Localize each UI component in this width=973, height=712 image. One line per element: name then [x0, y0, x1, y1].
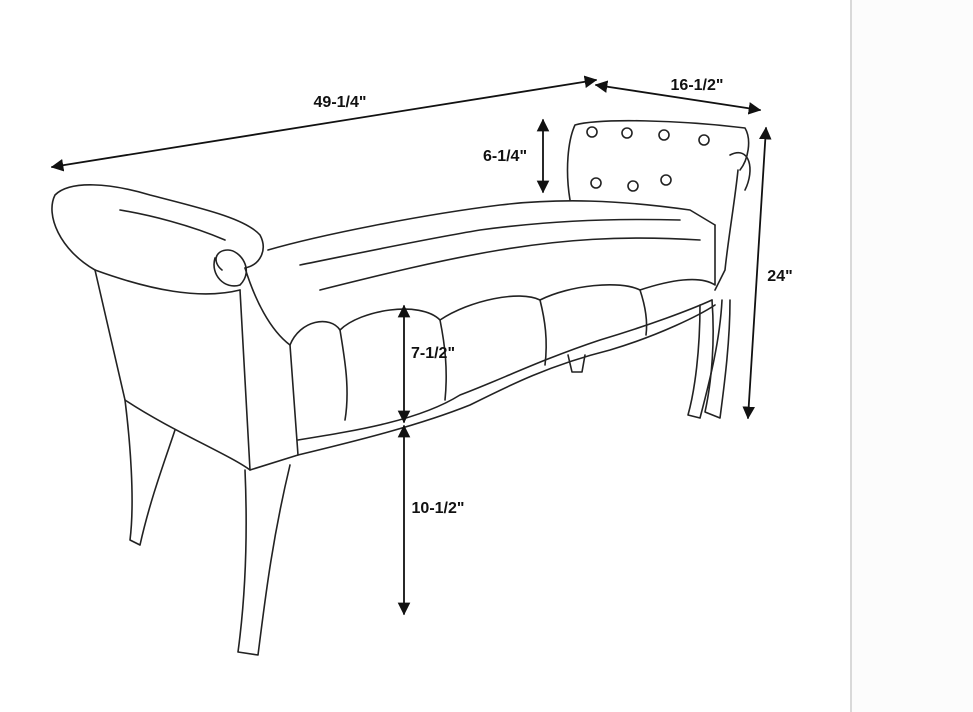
depth-label: 16-1/2" [670, 77, 724, 94]
bench-legs [124, 299, 731, 656]
seat-thickness-label: 7-1/2" [410, 345, 456, 362]
left-armrest [51, 184, 299, 471]
pane-divider [850, 0, 852, 712]
width-arrow [50, 75, 598, 172]
side-pane [852, 0, 973, 712]
tufted-seat [267, 200, 716, 456]
width-label: 49-1/4" [313, 94, 367, 111]
overall-height-arrow [742, 126, 772, 420]
depth-arrow [594, 80, 762, 115]
bench-line-drawing [50, 75, 772, 656]
arm-height-label: 6-1/4" [482, 148, 528, 165]
overall-height-label: 24" [767, 268, 793, 285]
leg-height-label: 10-1/2" [411, 500, 465, 517]
